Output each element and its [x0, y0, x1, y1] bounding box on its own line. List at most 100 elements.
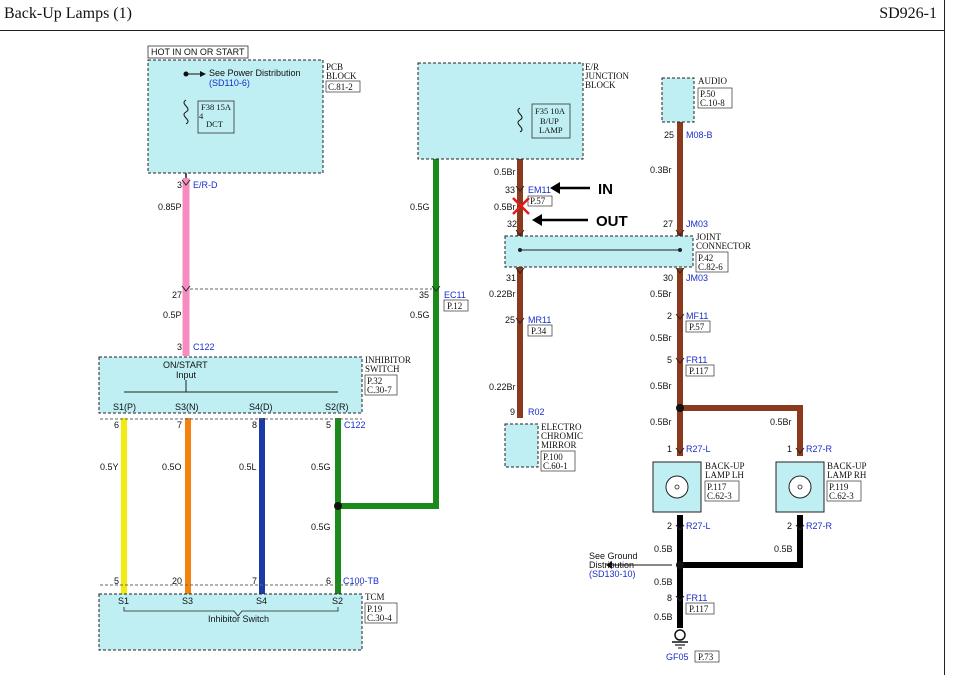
- lamp-wire-3: 0.5Br: [650, 381, 672, 391]
- lamp-lh-ref-p: P.117: [707, 482, 727, 492]
- fuse-name: DCT: [206, 119, 224, 129]
- ec11-connector-label: EC11: [444, 290, 466, 300]
- switch-s3n: S3(N): [175, 402, 199, 412]
- pin-markers: [181, 179, 805, 602]
- pin-marker: [181, 285, 191, 292]
- inhibitor-ref-box: [364, 374, 398, 396]
- audio-ref-p: P.50: [700, 89, 716, 99]
- lamp-rh-ref-box: [826, 480, 862, 502]
- ground-arrow-icon: [606, 561, 612, 569]
- splice-node: [676, 561, 684, 569]
- pin-marker: [515, 317, 525, 324]
- pin-marker: [675, 229, 685, 236]
- joint-box: [504, 235, 694, 268]
- tcm-pin-7: 7: [252, 576, 257, 586]
- ec11-pin-35: 35: [419, 290, 429, 300]
- ground-name-ref: P.73: [698, 652, 714, 662]
- er-junction-block: E/R JUNCTION BLOCK F35 10A B/UP LAMP 0.5…: [417, 62, 629, 229]
- lamp-rh-ref-c: C.62-3: [829, 491, 854, 501]
- lamp-lh-name-2: LAMP LH: [705, 470, 744, 480]
- er-name-1: E/R: [585, 62, 599, 72]
- er-name-2: JUNCTION: [585, 71, 629, 81]
- tcm-pin-6: 6: [326, 576, 331, 586]
- out-label: OUT: [596, 213, 628, 230]
- ground-section: See Ground Distribution (SD130-10) 0.5B …: [589, 551, 720, 663]
- lamp-pin-fr: 5: [667, 355, 672, 365]
- lamp-rh-name-2: LAMP RH: [827, 470, 867, 480]
- lamp-lh-conn-bottom: R27-L: [686, 521, 711, 531]
- joint-name-2: CONNECTOR: [696, 241, 751, 251]
- tcm-s4: S4: [256, 596, 267, 606]
- fuse-icon: [517, 107, 523, 133]
- ground-ref-box-2: [694, 650, 720, 663]
- joint-ref-c: C.82-6: [698, 262, 723, 272]
- wire-pink-label: 0.5P: [163, 310, 182, 320]
- audio-ref-c: C.10-8: [700, 98, 725, 108]
- lamp-lh-pin-bottom: 2: [667, 521, 672, 531]
- inhibitor-switch: 3 C122 ON/START Input INHIBITOR SWITCH P…: [98, 342, 411, 532]
- joint-ref-p: P.42: [698, 253, 713, 263]
- audio-box: [661, 77, 695, 123]
- inhibitor-connector: C122: [193, 342, 215, 352]
- joint-name-1: JOINT: [696, 232, 721, 242]
- ground-pin-8: 8: [667, 593, 672, 603]
- ground-wire-2: 0.5B: [654, 612, 673, 622]
- pin-marker: [795, 524, 805, 531]
- pin-marker: [795, 447, 805, 454]
- pcb-wire: 0.85P: [158, 202, 182, 212]
- connector-lines: [100, 288, 432, 586]
- er-fuse-box: [531, 103, 571, 139]
- see-power-ref: (SD110-6): [209, 78, 250, 88]
- arrow-left-icon: [532, 214, 542, 226]
- lamp-lh-wire: 0.5B: [654, 544, 673, 554]
- pcb-block-box: [147, 59, 324, 174]
- joint-conn-bottom: JM03: [686, 273, 708, 283]
- mirror-ref-p: P.100: [543, 452, 563, 462]
- inhibitor-name-2: SWITCH: [365, 364, 400, 374]
- tcm-pin-5: 5: [114, 576, 119, 586]
- tcm-s3: S3: [182, 596, 193, 606]
- er-fuse-name-2: LAMP: [539, 125, 563, 135]
- mirror-name-1: ELECTRO: [541, 422, 582, 432]
- switch-s1p: S1(P): [113, 402, 136, 412]
- er-ref-box: [527, 195, 553, 207]
- er-wire-top: 0.5Br: [494, 167, 516, 177]
- tcm-s2: S2: [332, 596, 343, 606]
- er-pin-33: 33: [505, 185, 515, 195]
- pin-marker: [431, 285, 441, 292]
- ground-see-ref: (SD130-10): [589, 569, 636, 579]
- inhibitor-pin-8: 8: [252, 420, 257, 430]
- inhibitor-ref-p: P.32: [367, 376, 382, 386]
- joint-pin-27: 27: [663, 219, 673, 229]
- joint-conn-top: JM03: [686, 219, 708, 229]
- lamp-rh-ref-p: P.119: [829, 482, 849, 492]
- er-fuse-name-1: B/UP: [540, 116, 559, 126]
- wire-black-rh: [680, 515, 803, 568]
- pcb-name-2: BLOCK: [326, 71, 357, 81]
- see-power-label: See Power Distribution: [209, 68, 301, 78]
- ground-see-1: See Ground: [589, 551, 638, 561]
- inhibitor-pin-3: 3: [177, 342, 182, 352]
- lamp-conn-mf: MF11: [686, 311, 708, 321]
- ec11-ref: P.12: [447, 301, 462, 311]
- mirror-name-2: CHROMIC: [541, 431, 583, 441]
- joint-ref-box: [695, 251, 729, 273]
- lamp-lh-ref-box: [704, 480, 740, 502]
- er-ref: P.57: [530, 196, 546, 206]
- switch-s2r: S2(R): [325, 402, 349, 412]
- lamp-wire-rh: 0.5Br: [770, 417, 792, 427]
- lamp-rh-wire: 0.5B: [774, 544, 793, 554]
- wire-yellow-label: 0.5Y: [100, 462, 119, 472]
- inhibitor-name-1: INHIBITOR: [365, 355, 411, 365]
- tcm-s1: S1: [118, 596, 129, 606]
- switch-s4d: S4(D): [249, 402, 273, 412]
- ec11-ref-box: [443, 299, 469, 312]
- pcb-pin: 3: [177, 180, 182, 190]
- arrow-right-icon: [200, 71, 206, 77]
- wire-green-mid-label: 0.5G: [410, 310, 430, 320]
- ground-ref-box: [685, 602, 715, 615]
- pcb-connector: E/R-D: [193, 180, 218, 190]
- fault-x-icon: [512, 197, 530, 215]
- pin-marker: [675, 267, 685, 274]
- wire-green-top-label: 0.5G: [410, 202, 430, 212]
